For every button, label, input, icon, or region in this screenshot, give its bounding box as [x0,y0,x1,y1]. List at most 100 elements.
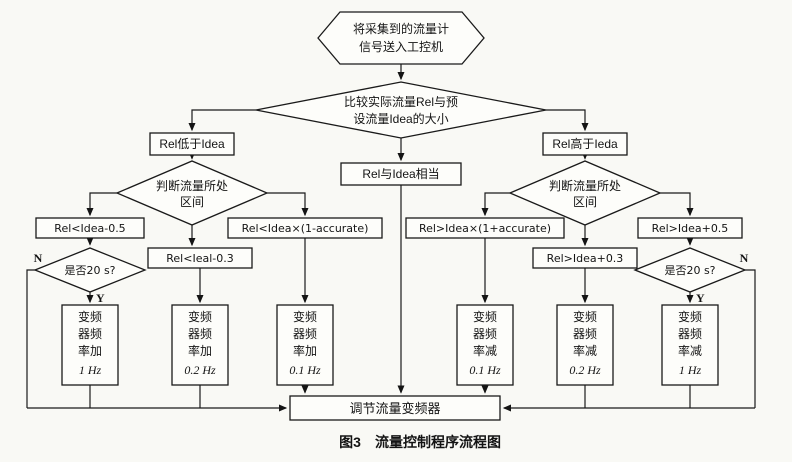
start-terminator-shape [317,11,485,65]
final-label: 调节流量变频器 [349,401,440,416]
timer-right-diamond [633,247,747,293]
yes-label-left: Y [96,291,105,305]
rel-low-node: Rel低于Idea [149,132,235,156]
rel-equal-box [340,162,462,186]
figure-caption: 图3 流量控制程序流程图 [339,434,501,450]
rel-equal-label: Rel与Idea相当 [362,167,439,181]
action3-line1: 变频 [293,309,317,324]
judge-right-diamond [508,160,662,226]
action2-node: 变频 器频 率加 0.2 Hz [171,304,229,386]
rel-high-node: Rel高于Ieda [542,132,628,156]
judge-right-node: 判断流量所处 区间 [508,160,662,226]
condition-r1-box [405,217,565,239]
start-text-line1: 将采集到的流量计 [353,21,449,36]
action3-node: 变频 器频 率加 0.1 Hz [276,304,334,386]
condition-r2-node: Rel>Idea+0.3 [532,247,638,269]
condition-r2-label: Rel>Idea+0.3 [547,252,624,265]
condition-r3-node: Rel>Idea+0.5 [637,217,743,239]
condition-r1-label: Rel>Idea×(1+accurate) [419,222,551,235]
compare-diamond-shape [255,81,547,139]
connector-judge-l3 [267,192,309,217]
action4-node: 变频 器频 率减 0.1 Hz [456,304,514,386]
action6-line3: 率减 [678,343,702,358]
timer-left-node: 是否20 s? N Y [33,247,147,305]
condition-l1-node: Rel<Idea-0.5 [35,217,145,239]
condition-l2-node: Rel<Ieal-0.3 [147,247,253,269]
condition-l1-box [35,217,145,239]
caption-figure-number: 图3 [339,434,361,450]
timer-left-label: 是否20 s? [64,264,115,277]
action1-line1: 变频 [78,309,102,324]
action4-box [456,304,514,386]
yes-label-right: Y [696,291,705,305]
action5-line2: 器频 [573,327,597,341]
judge-right-line1: 判断流量所处 [549,178,621,193]
action2-value: 0.2 Hz [184,363,216,377]
action1-box [61,304,119,386]
compare-text-line2: 设流量Idea的大小 [353,111,448,126]
action1-line3: 率加 [78,343,102,358]
action2-line3: 率加 [188,343,212,358]
action2-box [171,304,229,386]
action3-line3: 率加 [293,343,317,358]
action2-line1: 变频 [188,309,212,324]
connector-judge-l1 [86,192,117,217]
condition-l2-box [147,247,253,269]
action6-box [661,304,719,386]
judge-left-diamond [115,160,269,226]
action6-line1: 变频 [678,309,702,324]
condition-l3-label: Rel<Idea×(1-accurate) [242,222,369,235]
action5-line3: 率减 [573,343,597,358]
no-label-right: N [740,251,749,265]
condition-l1-label: Rel<Idea-0.5 [54,222,125,235]
action5-node: 变频 器频 率减 0.2 Hz [556,304,614,386]
condition-l3-box [227,217,383,239]
judge-left-line1: 判断流量所处 [156,178,228,193]
rel-low-box [149,132,235,156]
connector-no-right [745,269,756,408]
final-box [289,395,501,421]
action6-value: 1 Hz [679,363,702,377]
connectors [26,64,756,412]
connector-judge-r3 [660,192,694,217]
rel-low-label: Rel低于Idea [159,137,225,151]
condition-r3-box [637,217,743,239]
timer-right-node: 是否20 s? N Y [633,247,749,305]
connector-judge-r1 [481,192,510,217]
rel-equal-node: Rel与Idea相当 [340,162,462,186]
connector-compare-low [188,109,256,132]
action1-value: 1 Hz [79,363,102,377]
start-node: 将采集到的流量计 信号送入工控机 [317,11,485,65]
action4-line3: 率减 [473,343,497,358]
action6-node: 变频 器频 率减 1 Hz [661,304,719,386]
compare-text-line1: 比较实际流量Rel与预 [344,94,458,109]
condition-r2-box [532,247,638,269]
condition-l2-label: Rel<Ieal-0.3 [166,252,233,265]
rel-high-box [542,132,628,156]
caption-title: 流量控制程序流程图 [375,434,501,450]
connector-compare-high [546,109,589,132]
action3-value: 0.1 Hz [289,363,321,377]
action6-line2: 器频 [678,327,702,341]
condition-r1-node: Rel>Idea×(1+accurate) [405,217,565,239]
judge-right-line2: 区间 [573,195,597,209]
action4-line1: 变频 [473,309,497,324]
action1-node: 变频 器频 率加 1 Hz [61,304,119,386]
judge-left-line2: 区间 [180,195,204,209]
action4-line2: 器频 [473,327,497,341]
action4-value: 0.1 Hz [469,363,501,377]
timer-right-label: 是否20 s? [664,264,715,277]
judge-left-node: 判断流量所处 区间 [115,160,269,226]
final-node: 调节流量变频器 [289,395,501,421]
rel-high-label: Rel高于Ieda [552,136,618,151]
action2-line2: 器频 [188,327,212,341]
action1-line2: 器频 [78,327,102,341]
connector-no-left [26,269,35,408]
compare-node: 比较实际流量Rel与预 设流量Idea的大小 [255,81,547,139]
no-label-left: N [34,251,43,265]
action3-line2: 器频 [293,327,317,341]
condition-l3-node: Rel<Idea×(1-accurate) [227,217,383,239]
action5-value: 0.2 Hz [569,363,601,377]
